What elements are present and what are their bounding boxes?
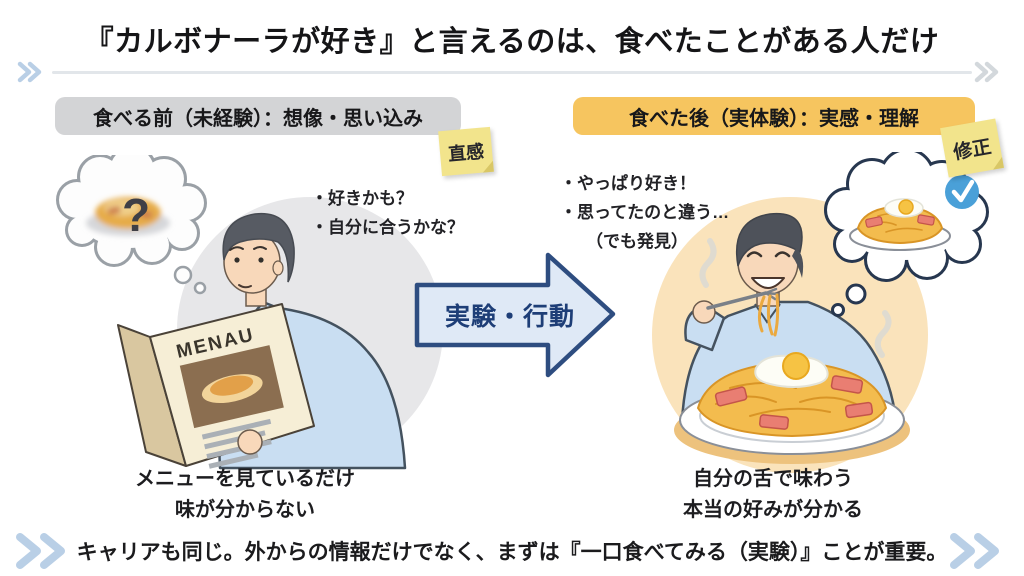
pasta-plate-icon: [674, 352, 910, 464]
page-title: 『カルボナーラが好き』と言えるのは、食べたことがある人だけ: [84, 26, 940, 58]
thought-trail-bubble: [831, 303, 845, 317]
person-eating-pasta-illustration: [652, 197, 928, 473]
bullet-item: ・思ってたのと違う…: [560, 203, 730, 222]
hand-holding-menu: [237, 429, 263, 455]
right-caption: 自分の舌で味わう 本当の好みが分かる: [683, 468, 863, 521]
right-panel-header: 食べた後（実体験）：実感・理解: [573, 97, 975, 135]
chevron-right-icon: [974, 61, 999, 83]
left-caption: メニューを見ているだけ 味が分からない: [135, 468, 355, 521]
chevron-right-icon: [950, 533, 999, 569]
left-thought-notes: ・好きかも？ ・自分に合うかな？: [311, 184, 464, 242]
chevron-right-icon: [17, 61, 42, 83]
footer-message: キャリアも同じ。外からの情報だけでなく、まずは『一口食べてみる（実験）』ことが重…: [76, 541, 948, 564]
left-panel-header: 食べる前（未経験）：想像・思い込み: [55, 97, 461, 135]
bullet-item: ・やっぱり好き！: [560, 174, 696, 193]
bullet-item: ・自分に合うかな？: [311, 218, 464, 237]
right-thought-notes: ・やっぱり好き！ ・思ってたのと違う… （でも発見）: [560, 169, 729, 256]
noodles-on-fork: [757, 293, 780, 337]
hand-holding-fork: [692, 300, 716, 324]
chevron-right-icon: [16, 533, 65, 569]
arrow-right-icon: [414, 252, 616, 378]
thought-bubble-uncertain: ?: [56, 155, 207, 295]
bullet-item: ・好きかも？: [311, 189, 413, 208]
checkmark-badge-icon: [945, 175, 979, 209]
sticky-note-intuition: 直感: [438, 126, 494, 177]
steam-icon: [874, 310, 892, 358]
thought-trail-bubble: [173, 265, 193, 285]
pasta-plate-small-icon: [849, 198, 951, 251]
blurred-pasta-icon: [86, 197, 170, 236]
menu-book-icon: MENAU: [117, 303, 315, 469]
steam-icon: [699, 238, 717, 288]
thought-trail-bubble: [193, 281, 207, 295]
person-reading-menu-illustration: MENAU: [117, 197, 443, 470]
question-mark-icon: ?: [122, 189, 150, 241]
bullet-item: （でも発見）: [586, 232, 688, 251]
thought-bubble-confirmed: [824, 152, 989, 317]
top-divider-line: [52, 71, 972, 74]
thought-trail-bubble: [845, 283, 867, 305]
sticky-note-correction: 修正: [940, 118, 1004, 178]
